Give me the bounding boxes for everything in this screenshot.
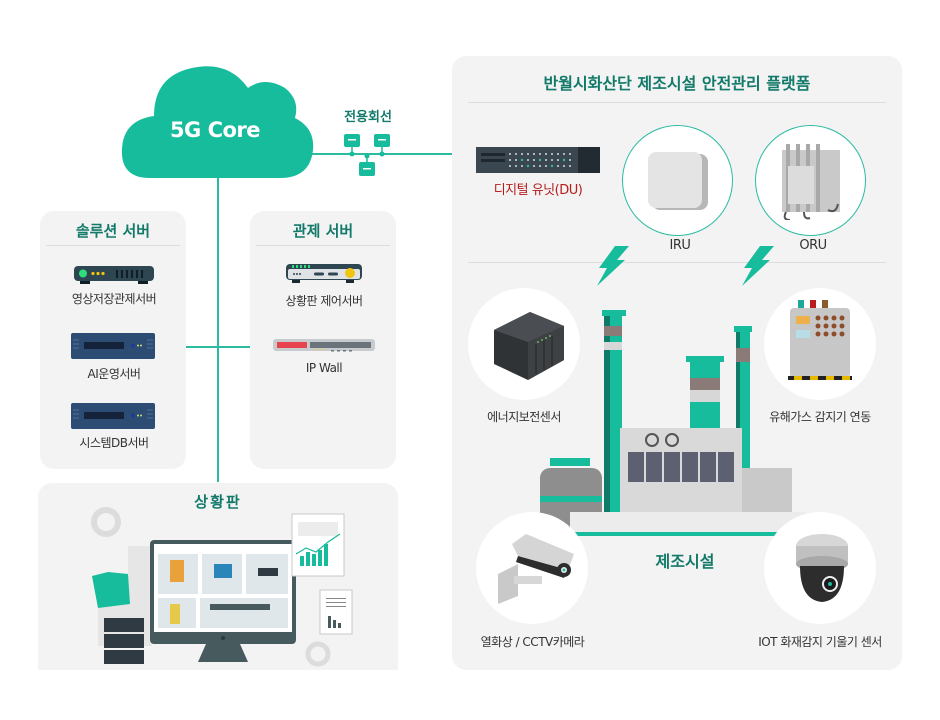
gas-detector-label: 유해가스 감지기 연동	[769, 410, 871, 424]
ai-server-label: AI운영서버	[87, 367, 141, 381]
wireless-signal-icon	[597, 246, 629, 286]
cctv-camera-icon	[498, 534, 574, 604]
ip-wall-label: IP Wall	[305, 361, 343, 375]
digital-unit-icon	[476, 147, 600, 173]
core-label: 5G Core	[169, 118, 261, 142]
solution-server-title: 솔루션 서버	[75, 222, 151, 240]
dashboard-illustration	[91, 507, 353, 667]
platform-section-divider	[468, 262, 886, 263]
energy-sensor-label: 에너지보전센서	[487, 410, 561, 424]
control-server-title: 관제 서버	[292, 222, 354, 240]
du-label: 디지털 유닛(DU)	[493, 183, 583, 198]
link-core-to-du	[290, 153, 480, 155]
link-core-down	[217, 170, 219, 482]
factory-label: 제조시설	[655, 552, 715, 571]
solution-server-divider	[46, 245, 180, 246]
control-server-divider	[256, 245, 390, 246]
video-storage-server-label: 영상저장관제서버	[71, 292, 157, 306]
cctv-label: 열화상 / CCTV카메라	[480, 635, 585, 649]
link-servers-horizontal	[156, 346, 276, 348]
ai-server-icon	[71, 333, 155, 359]
factory-illustration	[540, 310, 810, 536]
leased-line-label: 전용회선	[344, 110, 392, 125]
iru-antenna-icon	[648, 152, 708, 210]
system-db-server-icon	[71, 403, 155, 429]
dashboard-control-server-icon	[286, 264, 362, 283]
gas-detector-panel-icon	[788, 300, 852, 380]
system-db-server-label: 시스템DB서버	[79, 436, 149, 450]
iru-label: IRU	[669, 238, 691, 253]
iot-fire-sensor-icon	[796, 534, 848, 602]
dashboard-title: 상황판	[194, 493, 242, 511]
oru-circle	[755, 125, 866, 236]
fire-sensor-label: IOT 화재감지 기울기 센서	[758, 635, 882, 649]
energy-sensor-icon	[494, 312, 564, 380]
oru-radio-icon	[782, 144, 840, 220]
platform-title-divider	[468, 102, 886, 103]
network-switch-icon	[344, 134, 390, 176]
dashboard-control-server-label: 상황판 제어서버	[285, 294, 363, 308]
ip-wall-icon	[273, 339, 375, 352]
cloud-icon	[121, 66, 314, 178]
video-storage-server-icon	[74, 266, 154, 284]
platform-title: 반월시화산단 제조시설 안전관리 플랫폼	[543, 74, 811, 93]
wireless-signal-icon	[742, 246, 774, 286]
oru-label: ORU	[799, 238, 827, 253]
